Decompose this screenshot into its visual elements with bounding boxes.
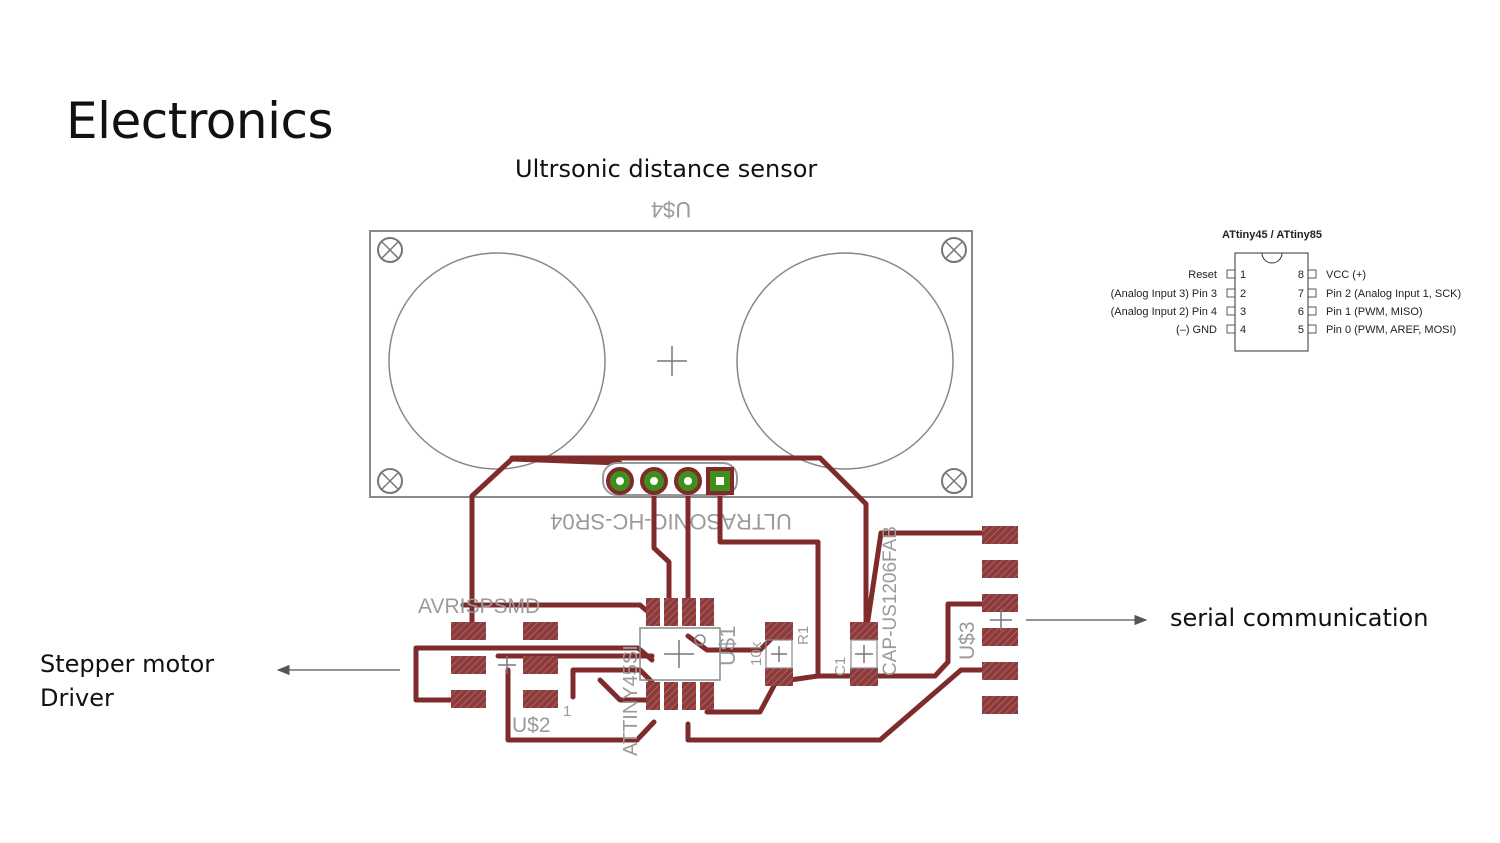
pin-label-4: (–) GND	[1176, 324, 1217, 336]
transducer-right	[736, 252, 954, 470]
isp-header-pads: AVRISPSMD U$2 1	[418, 595, 571, 737]
attiny-pinout-diagram: ATtiny45 / ATtiny85 Reset 1 (Analog Inpu…	[1111, 229, 1461, 352]
transducer-left	[388, 252, 606, 470]
stepper-caption-line2: Driver	[40, 684, 114, 712]
mcu-part-label: ATTINY45SI	[620, 645, 642, 756]
mount-hole-top-left	[377, 237, 403, 263]
capacitor-ref-label: C1	[832, 657, 849, 676]
attiny45-footprint: ATTINY45SI U$1	[620, 598, 740, 756]
capacitor-part-label: CAP-US1206FAB	[880, 526, 901, 676]
mount-hole-bottom-right	[941, 468, 967, 494]
pin-number-3: 3	[1240, 306, 1246, 318]
slide-title: Electronics	[66, 92, 334, 150]
pin-number-6: 6	[1298, 306, 1304, 318]
pinout-title: ATtiny45 / ATtiny85	[1222, 229, 1322, 241]
pin-label-2: (Analog Input 3) Pin 3	[1111, 288, 1217, 300]
isp-pad	[523, 622, 558, 640]
serial-ref-label: U$3	[956, 621, 979, 660]
pin-number-1: 1	[1240, 269, 1246, 281]
isp-pad	[451, 656, 486, 674]
serial-communication-caption: serial communication	[1170, 604, 1429, 632]
pin-label-5: Pin 0 (PWM, AREF, MOSI)	[1326, 324, 1456, 336]
pin-label-6: Pin 1 (PWM, MISO)	[1326, 306, 1423, 318]
pin-label-3: (Analog Input 2) Pin 4	[1111, 306, 1217, 318]
pin-label-8: VCC (+)	[1326, 269, 1366, 281]
mount-hole-bottom-left	[377, 468, 403, 494]
resistor-r1: 10k R1	[748, 622, 812, 686]
isp-pad	[451, 690, 486, 708]
ultrasonic-sensor-footprint: U$4 ULTRASONIC-HC-SR04	[369, 197, 973, 534]
isp-header-label: AVRISPSMD	[418, 595, 540, 618]
sensor-caption: Ultrsonic distance sensor	[515, 155, 818, 183]
pin-label-1: Reset	[1188, 269, 1217, 281]
sensor-part-label: ULTRASONIC-HC-SR04	[550, 509, 792, 534]
isp-ref-label: U$2	[512, 714, 551, 737]
mcu-ref-label: U$1	[715, 626, 740, 666]
mount-hole-top-right	[941, 237, 967, 263]
isp-pad	[451, 622, 486, 640]
pin-number-8: 8	[1298, 269, 1304, 281]
pin-number-2: 2	[1240, 288, 1246, 300]
pin-number-7: 7	[1298, 288, 1304, 300]
sensor-header-pads	[602, 462, 738, 496]
isp-pad	[523, 656, 558, 674]
stepper-caption-line1: Stepper motor	[40, 650, 215, 678]
stepper-driver-caption: Stepper motor Driver	[40, 647, 214, 715]
sensor-ref-label: U$4	[651, 197, 691, 222]
pin-label-7: Pin 2 (Analog Input 1, SCK)	[1326, 288, 1461, 300]
pin-number-4: 4	[1240, 324, 1246, 336]
pin-number-5: 5	[1298, 324, 1304, 336]
resistor-ref-label: R1	[795, 626, 812, 645]
origin-crosshair	[657, 346, 687, 376]
serial-header-pads: U$3	[956, 526, 1018, 714]
resistor-value-label: 10k	[748, 641, 765, 666]
pin1-marker: 1	[563, 703, 571, 720]
isp-pad	[523, 690, 558, 708]
capacitor-c1: C1 CAP-US1206FAB	[832, 526, 901, 686]
